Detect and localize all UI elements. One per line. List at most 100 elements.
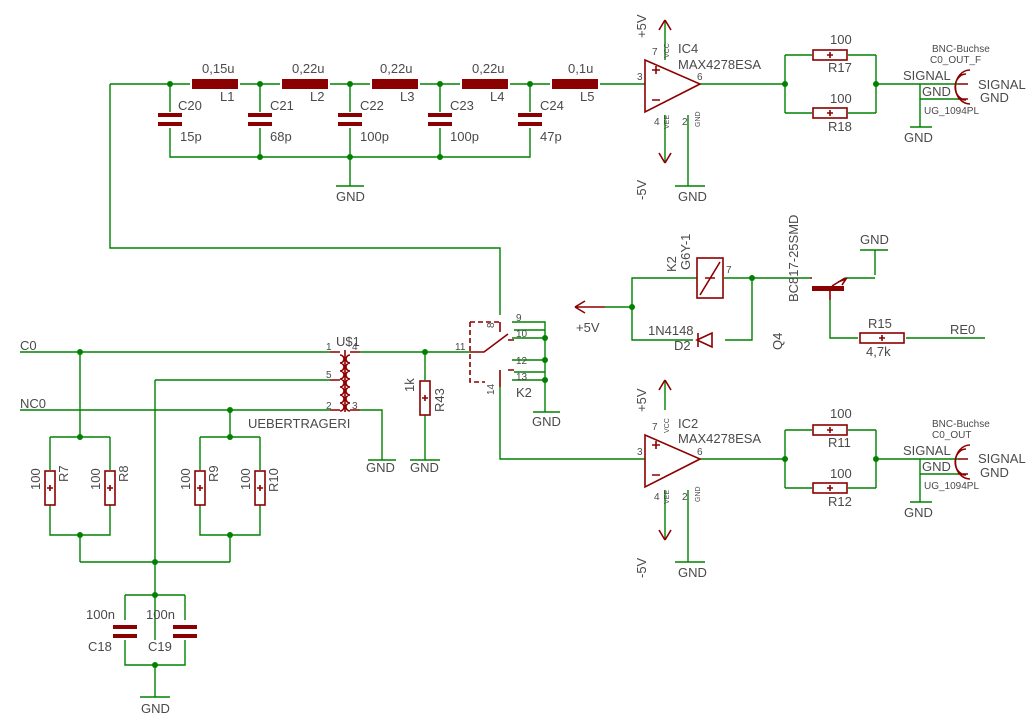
gnd-label: GND: [366, 460, 395, 475]
amp-vee-label: VEE: [664, 490, 671, 504]
inductor-value: 0,15u: [202, 61, 235, 76]
amp-pin-gnd: 2: [682, 492, 688, 503]
transformer-name: UEBERTRAGERI: [248, 416, 350, 431]
transformer-pin: 4: [352, 342, 358, 353]
resistor-value: 100: [238, 468, 253, 490]
capacitor-value: 100p: [360, 129, 389, 144]
gnd-label: GND: [860, 232, 889, 247]
amp-pin-out: 6: [697, 72, 703, 83]
supply-ic4: +5V -5V GND: [634, 14, 707, 204]
plus5v-label: +5V: [634, 388, 649, 412]
resistor-ref: R7: [56, 465, 71, 482]
bnc-connector-2: BNC-Buchse C0_OUT SIGNAL GND SIGNAL GND …: [903, 419, 1026, 520]
relay-contact-k2: 11 8 9 10 12 13 14 K2 GND: [455, 313, 561, 429]
transformer-ref: U$1: [336, 334, 360, 349]
amp-ref: IC2: [678, 416, 698, 431]
resistor-r12: 100 R12: [812, 466, 852, 509]
contact-pin: 12: [516, 356, 528, 367]
bnc-gnd-net: GND: [922, 84, 951, 99]
diode-d2: 1N4148 D2: [648, 323, 713, 353]
capacitor-ref: C23: [450, 98, 474, 113]
transistor-part: BC817-25SMD: [786, 215, 801, 302]
capacitor-value: 15p: [180, 129, 202, 144]
bnc-pin-signal: SIGNAL: [978, 77, 1026, 92]
bnc-gnd-net: GND: [922, 459, 951, 474]
inductor-l1: 0,15u L1: [192, 61, 238, 104]
inductor-ref: L3: [400, 89, 414, 104]
capacitor-ref: C21: [270, 98, 294, 113]
inductor-ref: L5: [580, 89, 594, 104]
resistor-ref: R10: [266, 468, 281, 492]
capacitor-c22: C22 100p: [338, 98, 389, 144]
inductor-ref: L1: [220, 89, 234, 104]
resistor-value: 100: [178, 468, 193, 490]
resistor-r15: R15 4,7k: [859, 316, 905, 359]
plus5v-label: +5V: [634, 14, 649, 38]
resistor-ref: R8: [116, 465, 131, 482]
gnd-label: GND: [904, 505, 933, 520]
capacitor-value: 100n: [86, 607, 115, 622]
inductor-value: 0,22u: [472, 61, 505, 76]
bnc-pin-signal: SIGNAL: [978, 451, 1026, 466]
bnc-pin-gnd: GND: [980, 465, 1009, 480]
resistor-ref: R9: [206, 465, 221, 482]
inductor-value: 0,22u: [292, 61, 325, 76]
amp-ref: IC4: [678, 41, 698, 56]
resistor-ref: R11: [828, 435, 851, 450]
plus5v-arrow: +5V: [574, 300, 605, 335]
inductor-l5: 0,1u L5: [552, 61, 598, 104]
amp-vee-label: VEE: [664, 115, 671, 129]
gnd-label-filter: GND: [336, 189, 365, 204]
resistor-r18: 100 R18: [812, 91, 852, 134]
nc0-label: NC0: [20, 396, 46, 411]
transformer-pin: 1: [326, 342, 332, 353]
resistor-r10: 100 R10: [238, 468, 281, 506]
amp-gnd-label: GND: [695, 111, 702, 127]
resistor-ref: R17: [828, 60, 852, 75]
inductor-l4: 0,22u L4: [462, 61, 508, 104]
capacitor-c21: C21 68p: [248, 98, 294, 144]
contact-ref: K2: [516, 385, 532, 400]
transistor-ref: Q4: [770, 333, 785, 350]
amp-part: MAX4278ESA: [678, 431, 761, 446]
bnc-name: C0_OUT_F: [930, 55, 981, 66]
c0-label: C0: [20, 338, 37, 353]
bnc-signal-net: SIGNAL: [903, 68, 951, 83]
resistor-r7: 100 R7: [28, 465, 71, 506]
capacitor-c20: C20 15p: [158, 98, 202, 144]
gnd-label: GND: [904, 130, 933, 145]
diode-ref: D2: [674, 338, 691, 353]
amp-part: MAX4278ESA: [678, 57, 761, 72]
amp-pin-in: 3: [637, 447, 643, 458]
transistor-q4: BC817-25SMD Q4 GND: [770, 215, 889, 350]
resistor-value: 1k: [402, 378, 417, 392]
contact-pin: 13: [516, 372, 528, 383]
contact-pin: 14: [486, 383, 497, 395]
capacitor-value: 100n: [146, 607, 175, 622]
resistor-value: 100: [88, 468, 103, 490]
capacitor-value: 68p: [270, 129, 292, 144]
resistor-ref: R15: [868, 316, 892, 331]
resistor-ref: R43: [432, 388, 447, 412]
amp-pin-in: 3: [637, 72, 643, 83]
inductor-l2: 0,22u L2: [282, 61, 328, 104]
capacitor-c23: C23 100p: [428, 98, 479, 144]
inductor-value: 0,22u: [380, 61, 413, 76]
coil-part: G6Y-1: [678, 234, 693, 270]
resistor-value: 100: [830, 91, 852, 106]
amp-pin-vcc: 7: [652, 422, 658, 433]
resistor-r8: 100 R8: [88, 465, 131, 506]
capacitor-ref: C22: [360, 98, 384, 113]
resistor-ref: R18: [828, 119, 852, 134]
resistor-value: 100: [830, 466, 852, 481]
contact-pin: 10: [516, 329, 528, 340]
resistor-value: 100: [830, 406, 852, 421]
inductor-ref: L2: [310, 89, 324, 104]
bnc-signal-net: SIGNAL: [903, 443, 951, 458]
inductor-ref: L4: [490, 89, 504, 104]
transformer-pin: 3: [352, 401, 358, 412]
bnc-connector-1: BNC-Buchse C0_OUT_F SIGNAL GND SIGNAL GN…: [903, 44, 1026, 145]
bnc-pin-gnd: GND: [980, 90, 1009, 105]
capacitor-value: 47p: [540, 129, 562, 144]
bnc-name: C0_OUT: [932, 430, 971, 441]
